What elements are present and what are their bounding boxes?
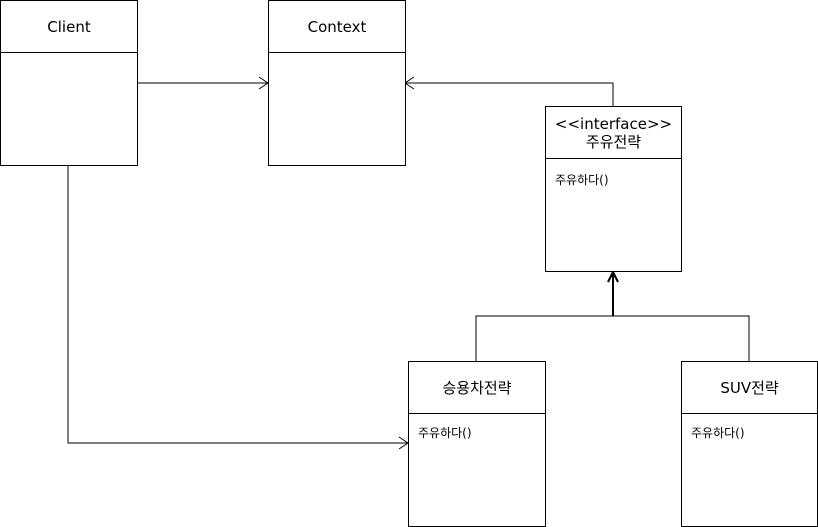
passenger-strategy-header: 승용차전략 xyxy=(409,362,545,414)
client-class-box[interactable]: Client xyxy=(0,0,138,166)
suv-strategy-header: SUV전략 xyxy=(682,362,817,414)
realization-branches xyxy=(475,315,750,361)
suv-strategy-operation: 주유하다() xyxy=(691,426,745,440)
suv-strategy-box[interactable]: SUV전략 주유하다() xyxy=(681,361,818,527)
client-to-passenger-strategy-association xyxy=(67,166,408,444)
suv-strategy-name: SUV전략 xyxy=(720,378,779,397)
context-class-box[interactable]: Context xyxy=(268,0,406,166)
context-class-header: Context xyxy=(269,1,405,53)
strategy-interface-header: <<interface>> 주유전략 xyxy=(546,107,681,159)
passenger-strategy-name: 승용차전략 xyxy=(442,378,512,397)
strategy-interface-name: 주유전략 xyxy=(585,132,642,151)
strategy-interface-box[interactable]: <<interface>> 주유전략 주유하다() xyxy=(545,106,682,272)
passenger-strategy-operation: 주유하다() xyxy=(418,426,472,440)
passenger-strategy-box[interactable]: 승용차전략 주유하다() xyxy=(408,361,546,527)
strategy-to-context-association xyxy=(405,82,614,106)
client-class-header: Client xyxy=(1,1,137,53)
interface-stereotype: <<interface>> xyxy=(554,114,673,133)
realization-arrowhead xyxy=(607,269,619,283)
client-class-name: Client xyxy=(47,17,91,36)
strategy-interface-operation: 주유하다() xyxy=(555,173,609,187)
context-class-name: Context xyxy=(307,17,367,36)
